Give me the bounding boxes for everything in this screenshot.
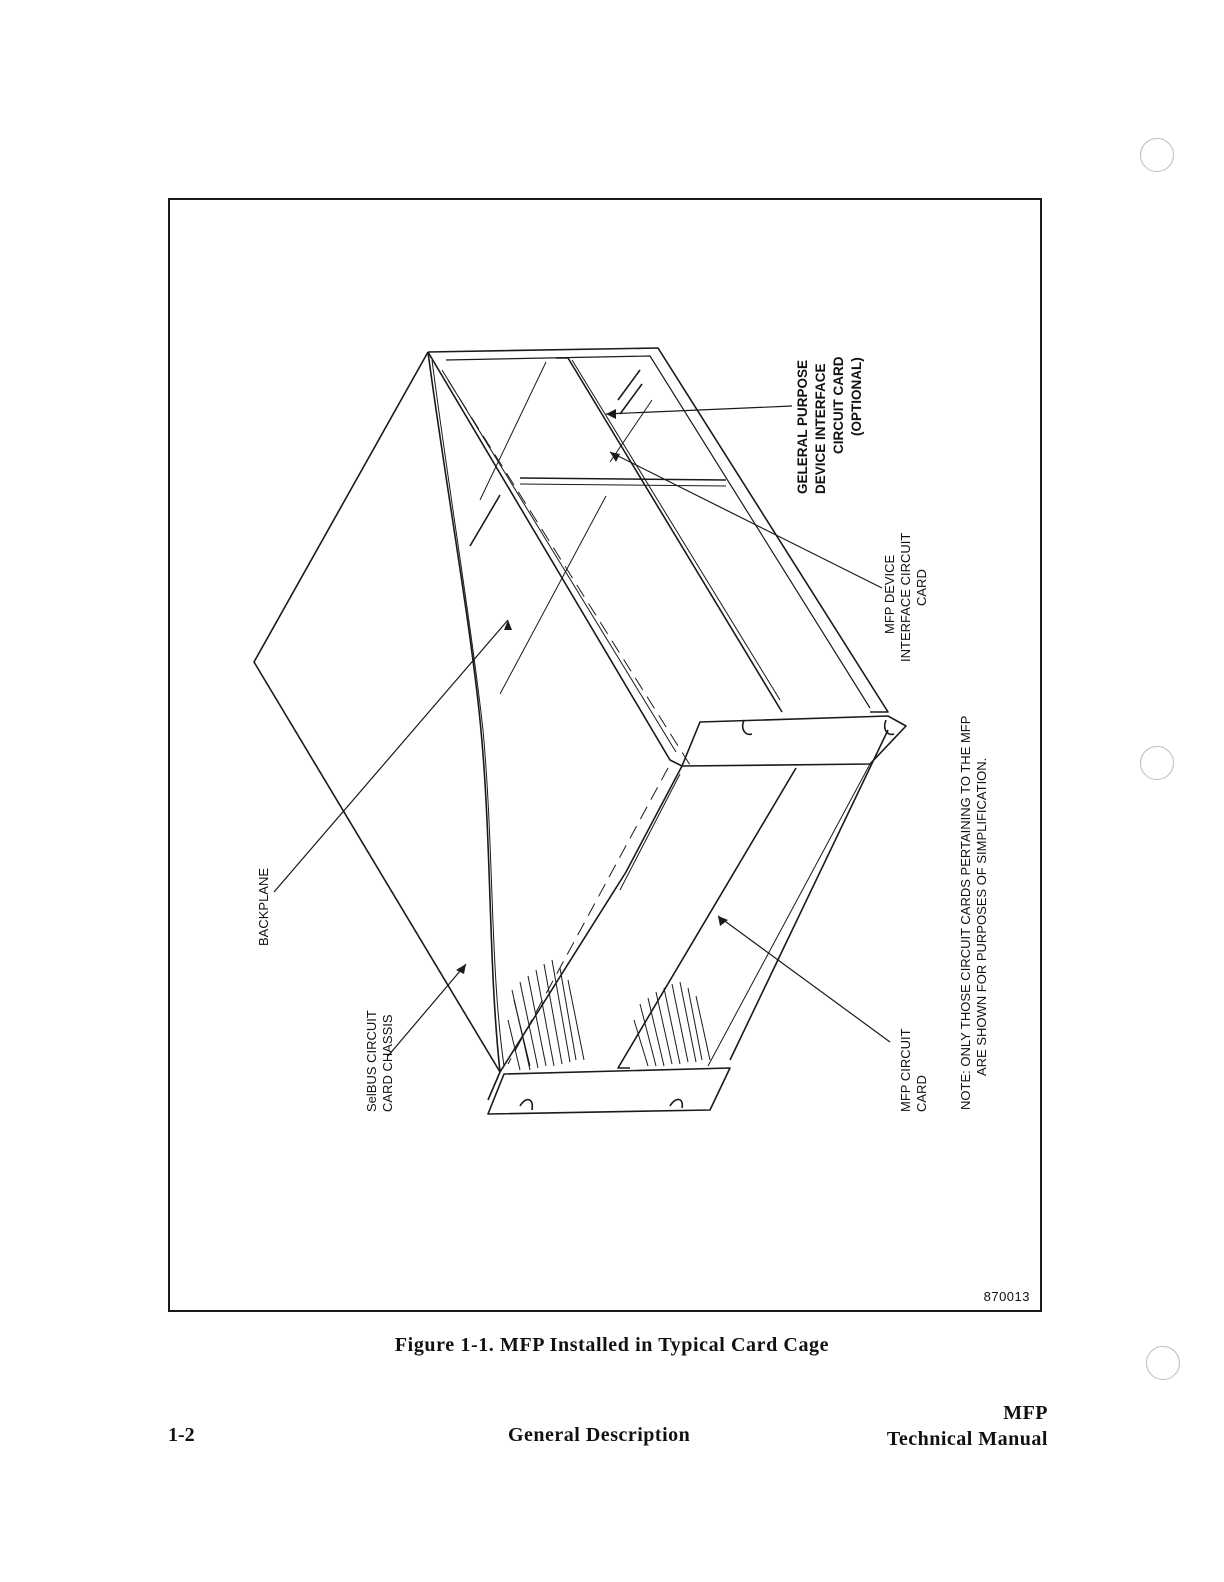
manual-title-line2: Technical Manual xyxy=(886,1428,1048,1450)
label-mfp-circuit-1: MFP CIRCUIT xyxy=(898,1028,913,1112)
punch-hole-middle xyxy=(1140,746,1174,780)
label-mfp-circuit-2: CARD xyxy=(914,1075,929,1112)
front-bracket-bottom xyxy=(487,1067,731,1115)
label-mfp-device-2: INTERFACE CIRCUIT xyxy=(898,533,913,662)
figure-frame: GELERAL PURPOSE DEVICE INTERFACE CIRCUIT… xyxy=(168,198,1042,1312)
label-general-purpose-3: CIRCUIT CARD xyxy=(831,356,846,454)
connector-hatch-right xyxy=(633,981,711,1067)
chassis-top-frame xyxy=(427,347,889,713)
page-number: 1-2 xyxy=(168,1424,195,1446)
section-title: General Description xyxy=(508,1424,691,1446)
connector-hatch-left xyxy=(507,959,585,1071)
card-cage-illustration: GELERAL PURPOSE DEVICE INTERFACE CIRCUIT… xyxy=(253,347,989,1115)
label-mfp-device-1: MFP DEVICE xyxy=(882,554,897,634)
leader-backplane xyxy=(273,619,509,893)
chassis-rail-lower xyxy=(499,765,683,1073)
leader-general-purpose xyxy=(605,405,793,415)
label-backplane: BACKPLANE xyxy=(256,868,271,946)
leader-selbus xyxy=(387,963,467,1057)
chassis-crossbar xyxy=(519,477,727,481)
chassis-rail-upper xyxy=(427,351,683,767)
front-bracket-top xyxy=(681,715,907,767)
manual-title-line1: MFP xyxy=(1003,1402,1048,1424)
label-selbus-2: CARD CHASSIS xyxy=(380,1014,395,1112)
label-note-1: NOTE: ONLY THOSE CIRCUIT CARDS PERTAININ… xyxy=(958,716,973,1110)
backplane-panel xyxy=(253,351,501,1073)
punch-hole-top xyxy=(1140,138,1174,172)
label-mfp-device-3: CARD xyxy=(914,569,929,606)
leader-mfp-device xyxy=(609,451,883,589)
label-selbus-1: SelBUS CIRCUIT xyxy=(364,1010,379,1112)
manual-title: MFP Technical Manual xyxy=(887,1400,1048,1452)
leader-mfp-circuit xyxy=(717,915,891,1043)
figure-id: 870013 xyxy=(983,1289,1030,1304)
backplane-edge xyxy=(427,351,501,1073)
label-general-purpose-4: (OPTIONAL) xyxy=(849,357,864,436)
label-note-2: ARE SHOWN FOR PURPOSES OF SIMPLIFICATION… xyxy=(974,758,989,1076)
punch-hole-bottom xyxy=(1146,1346,1180,1380)
label-general-purpose-2: DEVICE INTERFACE xyxy=(813,363,828,494)
figure-caption: Figure 1-1. MFP Installed in Typical Car… xyxy=(394,1334,830,1356)
label-general-purpose-1: GELERAL PURPOSE xyxy=(795,360,810,494)
